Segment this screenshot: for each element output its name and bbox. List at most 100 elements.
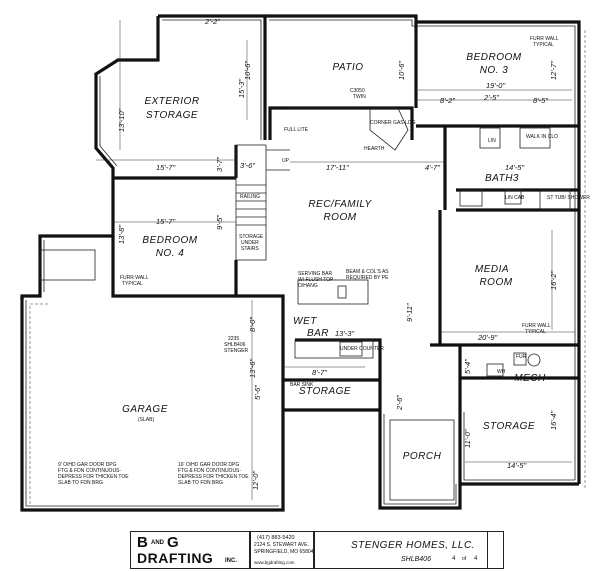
dim-5-6: 5'-6" xyxy=(253,385,262,400)
note-stenger-2: SHLB406 xyxy=(224,342,246,348)
phone: (417) 883-5420 xyxy=(257,535,295,541)
note-storage-stairs-3: STAIRS xyxy=(241,246,259,252)
dim-2-6: 2'-6" xyxy=(395,395,404,411)
dim-4-7: 4'-7" xyxy=(425,163,440,172)
dim-12-0: 12'-0" xyxy=(251,471,260,490)
note-railing: RAILING xyxy=(240,194,260,200)
note-furr-wall-2: TYPICAL xyxy=(533,42,554,48)
note-gar-b-3: DEPRESS FOR THICKEN TOE xyxy=(178,474,249,480)
website: www.bgdrafting.com xyxy=(254,560,295,565)
note-twin: TWIN xyxy=(353,94,366,100)
room-labels: EXTERIOR STORAGE PATIO BEDROOM NO. 3 BAT… xyxy=(122,52,545,462)
note-furr-wall-6: TYPICAL xyxy=(122,281,143,287)
dim-13-8: 13'-8" xyxy=(117,225,126,244)
note-gar-a-4: SLAB TO FDN BRG xyxy=(58,480,103,486)
dim-15-7a: 15'-7" xyxy=(156,163,175,172)
dim-9-11: 9'-11" xyxy=(405,303,414,322)
note-gar-b-1: 16' O/HD GAR DOOR DPG xyxy=(178,462,239,468)
note-gar-b-4: SLAB TO FDN BRG xyxy=(178,480,223,486)
dim-2-5: 2'-5" xyxy=(483,93,499,102)
note-corner-gas: CORNER GAS LOG xyxy=(370,120,416,126)
dim-10-6b: 10'-6" xyxy=(397,61,406,80)
room-bedroom4-2: NO. 4 xyxy=(156,248,185,259)
note-serving-bar-3: O/HANG xyxy=(298,283,318,289)
note-furr-wall-4: TYPICAL xyxy=(525,329,546,335)
sheet-of: of xyxy=(462,556,467,562)
wall-inner-lines xyxy=(25,19,576,507)
logo-drafting: DRAFTING xyxy=(137,550,214,566)
note-storage-stairs-1: STORAGE xyxy=(239,234,264,240)
room-bedroom3-2: NO. 3 xyxy=(480,65,509,76)
interior-details xyxy=(29,30,586,504)
room-patio: PATIO xyxy=(332,62,363,73)
note-furr-wall-1: FURR WALL xyxy=(530,36,559,42)
note-gar-a-2: FTG & FDN CONTINUOUS- xyxy=(58,468,121,474)
note-tub-shower: ST TUB/ SHOWER xyxy=(547,195,590,201)
room-garage-sub: (SLAB) xyxy=(138,417,154,423)
note-fur: FUR xyxy=(516,354,527,360)
room-bedroom3-1: BEDROOM xyxy=(466,52,521,63)
dim-19-0: 19'-0" xyxy=(486,81,505,90)
address-1: 2124 S. STEWART AVE. xyxy=(254,542,309,548)
dim-8-7: 8'-7" xyxy=(312,368,327,377)
logo-b: B xyxy=(137,534,148,551)
dim-11-0: 11'-0" xyxy=(463,429,472,448)
title-block-sheet: 4 of 4 xyxy=(452,531,504,569)
dim-17-11: 17'-11" xyxy=(326,163,349,172)
note-lin-cab: LIN CAB xyxy=(505,195,525,201)
logo-g: G xyxy=(167,534,179,551)
note-storage-stairs-2: UNDER xyxy=(241,240,259,246)
room-media-2: ROOM xyxy=(479,277,512,288)
dim-12-7: 12'-7" xyxy=(549,61,558,80)
note-beam-1: BEAM & COL'S AS xyxy=(346,269,389,275)
note-stenger-3: STENGER xyxy=(224,348,249,354)
sheet-total: 4 xyxy=(474,556,478,562)
note-serving-bar-1: SERVING BAR xyxy=(298,271,332,277)
room-storage-right: STORAGE xyxy=(483,421,535,432)
dimension-labels: 2'-2" 10'-6" 13'-10" 15'-3" 10'-6" 12'-7… xyxy=(117,17,558,490)
room-rec-2: ROOM xyxy=(323,212,356,223)
note-furr-wall-5: FURR WALL xyxy=(120,275,149,281)
dim-13-10: 13'-10" xyxy=(117,108,126,132)
dim-13-3: 13'-3" xyxy=(335,329,354,338)
note-stenger-1: 2235 xyxy=(228,336,239,342)
note-walk-in-clo: WALK IN CLO xyxy=(526,134,558,140)
dim-13-6: 13'-6" xyxy=(248,359,257,378)
room-bedroom4-1: BEDROOM xyxy=(142,235,197,246)
note-bar-sink: BAR SINK xyxy=(290,382,314,388)
sheet-number: 4 xyxy=(452,556,456,562)
note-full-lite: FULL LITE xyxy=(284,127,309,133)
note-c3050: C3050 xyxy=(350,88,365,94)
title-block-address: (417) 883-5420 2124 S. STEWART AVE. SPRI… xyxy=(250,531,314,569)
dim-15-3: 15'-3" xyxy=(237,79,246,98)
dim-15-7b: 15'-7" xyxy=(156,217,175,226)
logo-inc: INC. xyxy=(225,558,237,564)
dim-3-6: 3'-6" xyxy=(240,161,255,170)
note-hearth: HEARTH xyxy=(364,146,385,152)
dim-3-7: 3'-7" xyxy=(215,157,224,172)
dim-8-0: 8'-0" xyxy=(248,317,257,332)
address-2: SPRINGFIELD, MO 65804 xyxy=(254,549,314,555)
room-rec-1: REC/FAMILY xyxy=(308,199,372,210)
note-up: UP xyxy=(282,158,290,164)
dim-10-6a: 10'-6" xyxy=(243,61,252,80)
room-porch: PORCH xyxy=(403,451,442,462)
dim-20-9: 20'-9" xyxy=(477,333,497,342)
note-beam-2: REQUIRED BY PE xyxy=(346,275,389,281)
note-serving-bar-2: W/ FLUSH TOP xyxy=(298,277,334,283)
room-bath3: BATH3 xyxy=(485,173,519,184)
title-block-client: STENGER HOMES, LLC. SHLB406 xyxy=(314,531,488,569)
room-exterior-storage-1: EXTERIOR xyxy=(144,96,199,107)
title-block-logo: B AND G DRAFTING INC. xyxy=(130,531,250,569)
note-gar-b-2: FTG & FDN CONTINUOUS- xyxy=(178,468,241,474)
note-gar-a-3: DEPRESS FOR THICKEN TOE xyxy=(58,474,129,480)
note-wh: WH xyxy=(497,369,506,375)
dim-9-5: 9'-5" xyxy=(215,215,224,230)
plan-number: SHLB406 xyxy=(401,556,431,563)
room-garage: GARAGE xyxy=(122,404,168,415)
room-wet-2: BAR xyxy=(307,328,329,339)
room-exterior-storage-2: STORAGE xyxy=(146,110,198,121)
note-furr-wall-3: FURR WALL xyxy=(522,323,551,329)
dim-14-5b: 14'-5" xyxy=(507,461,526,470)
